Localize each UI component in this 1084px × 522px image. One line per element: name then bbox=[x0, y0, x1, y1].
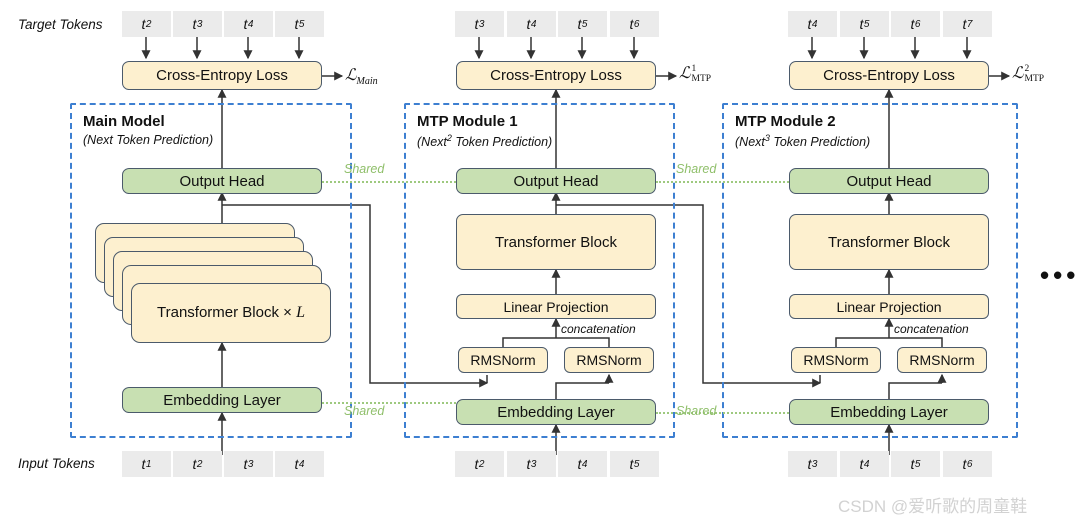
module-title-main-model: Main Model bbox=[83, 113, 165, 130]
shared-link-output-head-1 bbox=[322, 181, 456, 183]
target-tokens-label: Target Tokens bbox=[18, 17, 103, 32]
module-frame-mtp-2 bbox=[722, 103, 1018, 438]
rmsnorm-box-mtp-2-right: RMSNorm bbox=[897, 347, 987, 373]
shared-label-embedding-1: Shared bbox=[344, 404, 385, 418]
cross-entropy-loss-box: Cross-Entropy Loss bbox=[789, 61, 989, 90]
shared-label-output-head-2: Shared bbox=[676, 162, 717, 176]
loss-label-main: ℒMain bbox=[345, 67, 378, 87]
shared-link-output-head-2 bbox=[656, 181, 789, 183]
output-head-box-main: Output Head bbox=[122, 168, 322, 194]
watermark-text: CSDN @爱听歌的周童鞋 bbox=[838, 497, 1028, 516]
transformer-block-box-mtp-2: Transformer Block bbox=[789, 214, 989, 270]
concatenation-label-mtp-2: concatenation bbox=[894, 322, 969, 336]
module-title-mtp-1: MTP Module 1 bbox=[417, 113, 518, 130]
input-tokens-label: Input Tokens bbox=[18, 456, 95, 471]
module-title-mtp-2: MTP Module 2 bbox=[735, 113, 836, 130]
module-frame-mtp-1 bbox=[404, 103, 675, 438]
cross-entropy-loss-box: Cross-Entropy Loss bbox=[122, 61, 322, 90]
embedding-layer-box-mtp-1: Embedding Layer bbox=[456, 399, 656, 425]
transformer-block-box-main: Transformer Block × L bbox=[131, 283, 331, 343]
rmsnorm-box-mtp-1-left: RMSNorm bbox=[458, 347, 548, 373]
concatenation-label-mtp-1: concatenation bbox=[561, 322, 636, 336]
module-subtitle-main-model: (Next Token Prediction) bbox=[83, 133, 214, 147]
transformer-block-box-mtp-1: Transformer Block bbox=[456, 214, 656, 270]
ellipsis-more-modules: ••• bbox=[1040, 260, 1080, 290]
shared-label-output-head-1: Shared bbox=[344, 162, 385, 176]
module-frame-main-model bbox=[70, 103, 352, 438]
embedding-layer-box-mtp-2: Embedding Layer bbox=[789, 399, 989, 425]
output-head-box-mtp-1: Output Head bbox=[456, 168, 656, 194]
shared-link-embedding-2 bbox=[656, 412, 789, 414]
shared-label-embedding-2: Shared bbox=[676, 404, 717, 418]
shared-link-embedding-1 bbox=[322, 402, 456, 404]
linear-projection-box-mtp-2: Linear Projection bbox=[789, 294, 989, 319]
cross-entropy-loss-box: Cross-Entropy Loss bbox=[456, 61, 656, 90]
transformer-block-label: Transformer Block × L bbox=[157, 304, 305, 321]
module-subtitle-mtp-2: (Next3 Token Prediction) bbox=[735, 133, 871, 150]
linear-projection-box-mtp-1: Linear Projection bbox=[456, 294, 656, 319]
output-head-box-mtp-2: Output Head bbox=[789, 168, 989, 194]
rmsnorm-box-mtp-2-left: RMSNorm bbox=[791, 347, 881, 373]
embedding-layer-box-main: Embedding Layer bbox=[122, 387, 322, 413]
rmsnorm-box-mtp-1-right: RMSNorm bbox=[564, 347, 654, 373]
module-subtitle-mtp-1: (Next2 Token Prediction) bbox=[417, 133, 553, 150]
